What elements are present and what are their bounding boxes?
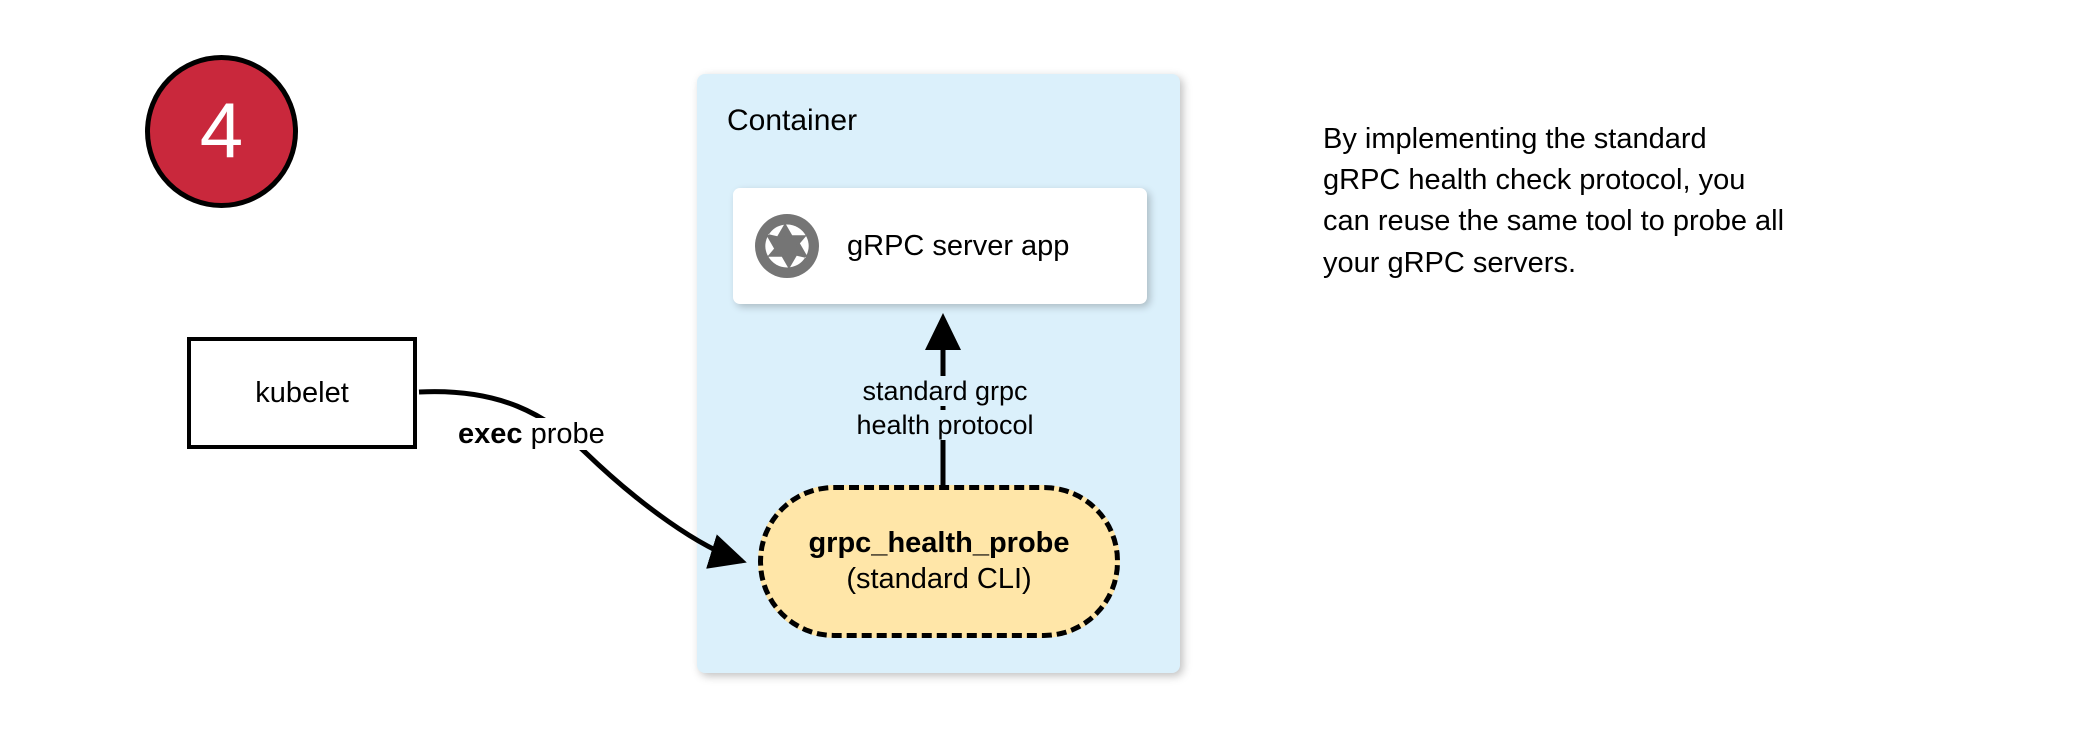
exec-probe-label-rest: probe xyxy=(522,418,605,450)
exec-probe-edge-label: exec probe xyxy=(455,418,608,451)
exec-probe-label-bold: exec xyxy=(458,418,523,450)
grpc-server-app-label: gRPC server app xyxy=(847,229,1070,262)
grpc-health-probe-subtitle: (standard CLI) xyxy=(846,562,1032,595)
grpc-health-probe-title: grpc_health_probe xyxy=(808,527,1070,560)
protocol-edge-label: standard grpc health protocol xyxy=(830,375,1060,443)
exec-probe-arrow xyxy=(418,389,747,569)
caption-line-2: gRPC health check protocol, you xyxy=(1323,164,1746,197)
protocol-edge-label-line2: health protocol xyxy=(856,409,1034,440)
kubelet-label: kubelet xyxy=(255,376,349,409)
step-number-label: 4 xyxy=(199,85,244,174)
caption-text: By implementing the standard gRPC health… xyxy=(1323,119,1923,284)
caption-line-1: By implementing the standard xyxy=(1323,123,1707,155)
protocol-edge-label-line1: standard grpc xyxy=(862,376,1028,406)
container-title: Container xyxy=(727,104,858,137)
kubelet-node: kubelet xyxy=(187,337,417,449)
caption-line-4: your gRPC servers. xyxy=(1323,246,1577,279)
grpc-health-probe-node: grpc_health_probe (standard CLI) xyxy=(758,485,1120,638)
step-number-badge: 4 xyxy=(145,55,298,208)
grpc-server-app-card: gRPC server app xyxy=(733,188,1147,304)
caption-line-3: can reuse the same tool to probe all xyxy=(1323,205,1785,238)
aperture-icon xyxy=(755,214,819,278)
